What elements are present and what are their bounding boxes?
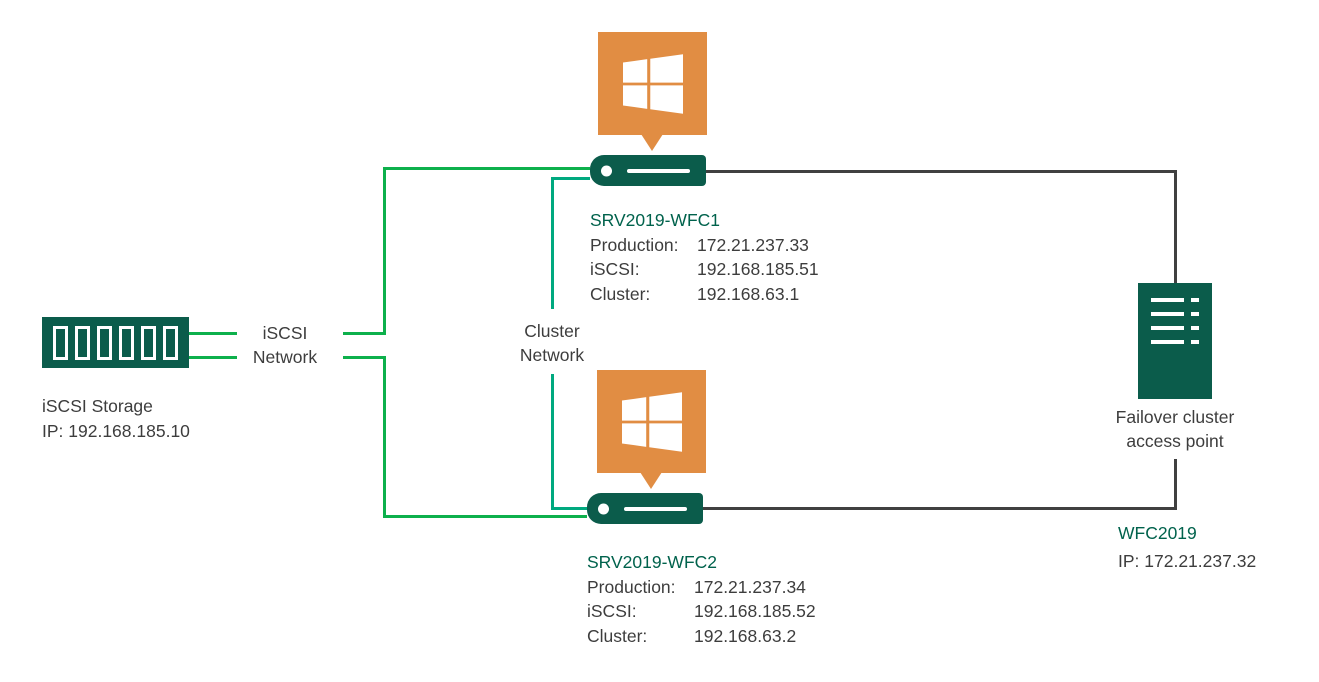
iscsi-storage-icon	[42, 317, 189, 368]
iscsi-network-label: iSCSI Network	[252, 323, 318, 367]
server-info-row: Cluster: 192.168.63.1	[590, 283, 800, 304]
server-info-row: Cluster: 192.168.63.2	[587, 625, 797, 646]
cluster-network-label: Cluster Network	[519, 321, 585, 365]
uplink-wire-bottom	[703, 459, 1177, 510]
cluster-access-label: WFC2019 IP: 172.21.237.32	[1118, 519, 1256, 575]
rack-server-icon-2	[587, 493, 703, 524]
iscsi-storage-label: iSCSI Storage IP: 192.168.185.10	[42, 394, 190, 443]
server-info-row: iSCSI: 192.168.185.52	[587, 601, 816, 621]
uplink-wire-top	[706, 170, 1177, 283]
disk-slot-icon	[119, 325, 134, 360]
server-name: SRV2019-WFC2	[587, 552, 718, 572]
server-name: SRV2019-WFC1	[590, 210, 721, 230]
disk-slot-icon	[75, 325, 90, 360]
cluster-wire	[551, 177, 590, 510]
iscsi-wire-bottom	[343, 356, 587, 518]
server-slot-icon	[624, 506, 687, 511]
server-info-row: Production: 172.21.237.33	[590, 234, 809, 255]
tower-list-icon	[1151, 298, 1199, 344]
iscsi-storage-ip: IP: 192.168.185.10	[42, 420, 190, 441]
server-info-2: SRV2019-WFC2 Production: 172.21.237.34 i…	[587, 550, 816, 648]
badge-tail-icon	[641, 134, 663, 151]
rack-server-icon-1	[590, 155, 706, 186]
server-info-row: Production: 172.21.237.34	[587, 576, 806, 597]
badge-tail-icon	[640, 472, 662, 489]
cluster-ip: IP: 172.21.237.32	[1118, 551, 1257, 571]
server-info-row: iSCSI: 192.168.185.51	[590, 259, 819, 279]
disk-slot-icon	[97, 325, 112, 360]
disk-slot-icon	[53, 325, 68, 360]
server-led-icon	[601, 165, 612, 176]
disk-slot-icon	[141, 325, 156, 360]
server-info-1: SRV2019-WFC1 Production: 172.21.237.33 i…	[590, 208, 819, 306]
disk-slot-icon	[163, 325, 178, 360]
failover-access-point-icon	[1138, 283, 1212, 399]
iscsi-storage-title: iSCSI Storage	[42, 396, 153, 416]
windows-badge-2	[597, 370, 706, 473]
failover-access-point-caption: Failover cluster access point	[1115, 407, 1235, 451]
server-led-icon	[598, 503, 609, 514]
windows-logo-icon	[622, 53, 683, 114]
cluster-name: WFC2019	[1118, 523, 1197, 543]
iscsi-wire-top	[343, 167, 590, 335]
windows-logo-icon	[621, 391, 682, 452]
windows-badge-1	[598, 32, 707, 135]
server-slot-icon	[627, 168, 690, 173]
